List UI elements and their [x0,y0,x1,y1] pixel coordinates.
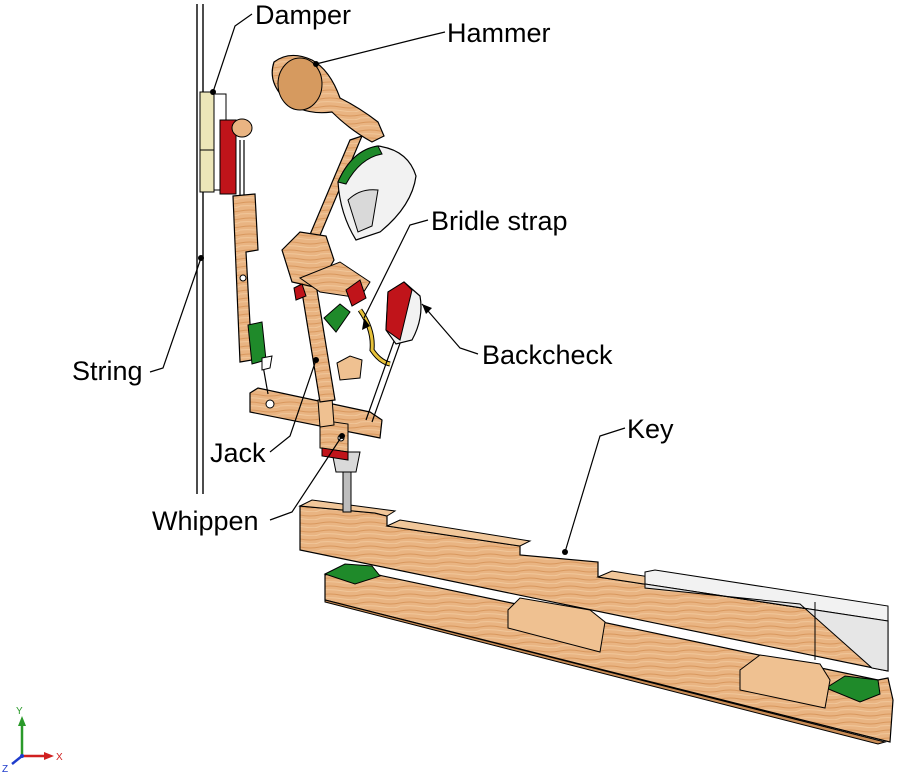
string [196,4,204,494]
label-backcheck: Backcheck [482,340,613,370]
axis-x-label: X [56,752,63,763]
label-key: Key [627,414,674,444]
backcheck-arrowhead [422,304,432,314]
axis-triad: Y X Z [2,706,63,773]
axis-z-label: Z [2,764,8,773]
whippen [249,355,383,461]
label-hammer: Hammer [447,18,551,48]
leader-lines [149,13,626,553]
hammer [271,54,385,307]
key [298,499,889,672]
label-whippen: Whippen [152,506,259,536]
bridle-strap-arrowhead [362,318,370,330]
label-string: String [72,356,143,386]
label-bridle-strap: Bridle strap [431,206,568,236]
key-frame [323,563,894,745]
axis-y-label: Y [16,706,23,717]
bridle-strap [323,303,391,367]
damper [199,91,273,395]
hammer-rail [337,145,417,241]
backcheck [365,281,422,423]
label-jack: Jack [210,438,266,468]
label-damper: Damper [255,0,351,30]
leader-dots [198,61,568,555]
